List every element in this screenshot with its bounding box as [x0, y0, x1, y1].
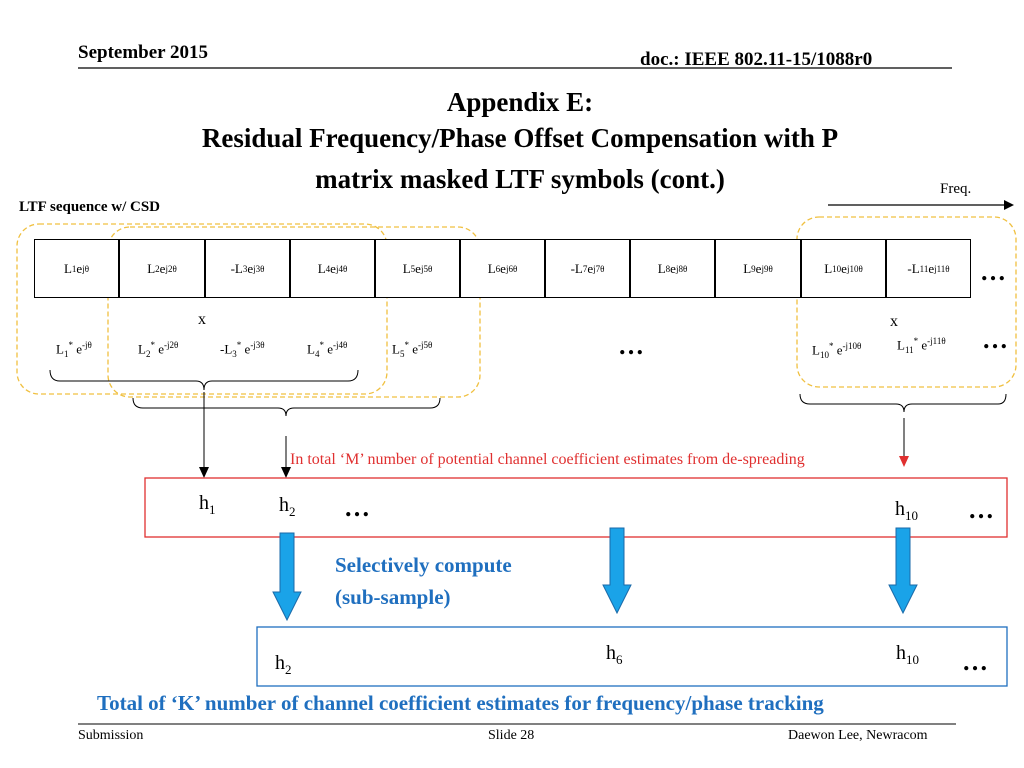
- title-line-1: Appendix E:: [446, 87, 594, 117]
- conj-term-5: L5* e-j5θ: [392, 340, 433, 359]
- k-estimate-h2: h2: [275, 652, 292, 677]
- block-arrow-2: [602, 527, 632, 615]
- footer-submission: Submission: [78, 728, 144, 743]
- brace-left-1: [49, 369, 359, 391]
- conj-term-3: -L3* e-j3θ: [220, 340, 265, 359]
- dashed-group-3: [796, 216, 1017, 388]
- footer-author: Daewon Lee, Newracom: [788, 728, 928, 743]
- header-doc-id: doc.: IEEE 802.11-15/1088r0: [640, 49, 873, 70]
- ltf-sequence-label: LTF sequence w/ CSD: [19, 199, 160, 215]
- dashed-group-1: [16, 223, 388, 395]
- conj-ellipsis-right: …: [982, 325, 1009, 354]
- k-estimates-box: [256, 626, 1008, 687]
- arrow-to-h2-head: [281, 467, 291, 478]
- dashed-group-2: [107, 226, 481, 398]
- conj-term-11: L11* e-j11θ: [897, 336, 946, 355]
- m-estimate-h10: h10: [895, 498, 918, 523]
- k-estimates-caption: Total of ‘K’ number of channel coefficie…: [97, 691, 824, 715]
- m-estimate-h2: h2: [279, 494, 296, 519]
- m-estimates-box: [144, 477, 1008, 538]
- arrow-to-h10-head: [899, 456, 909, 467]
- arrow-to-h1-head: [199, 467, 209, 478]
- selective-compute-line-1: Selectively compute: [335, 553, 512, 577]
- conj-term-4: L4* e-j4θ: [307, 340, 348, 359]
- multiply-left: x: [198, 311, 206, 328]
- title-line-3: matrix masked LTF symbols (cont.): [315, 164, 725, 194]
- title-line-2: Residual Frequency/Phase Offset Compensa…: [201, 123, 839, 153]
- k-estimate-h6: h6: [606, 642, 623, 667]
- m-estimates-caption: In total ‘M’ number of potential channel…: [290, 451, 805, 468]
- k-estimate-h10: h10: [896, 642, 919, 667]
- brace-left-2: [132, 397, 441, 417]
- conj-ellipsis-middle: …: [618, 331, 645, 360]
- k-ellipsis: …: [962, 647, 989, 676]
- ltf-ellipsis: …: [980, 257, 1007, 286]
- freq-label: Freq.: [940, 181, 972, 197]
- conj-term-1: L1* e-jθ: [56, 340, 92, 359]
- m-ellipsis-right: …: [968, 495, 995, 524]
- header-date: September 2015: [78, 42, 208, 63]
- conj-term-2: L2* e-j2θ: [138, 340, 179, 359]
- m-estimate-h1: h1: [199, 492, 216, 517]
- freq-arrowhead: [1004, 200, 1014, 210]
- conj-term-10: L10* e-j10θ: [812, 341, 862, 360]
- selective-compute-line-2: (sub-sample): [335, 585, 451, 609]
- footer-slide-number: Slide 28: [488, 728, 535, 743]
- block-arrow-1: [272, 532, 302, 622]
- brace-right: [799, 393, 1007, 413]
- m-ellipsis-left: …: [344, 493, 371, 522]
- block-arrow-3: [888, 527, 918, 615]
- multiply-right: x: [890, 313, 898, 330]
